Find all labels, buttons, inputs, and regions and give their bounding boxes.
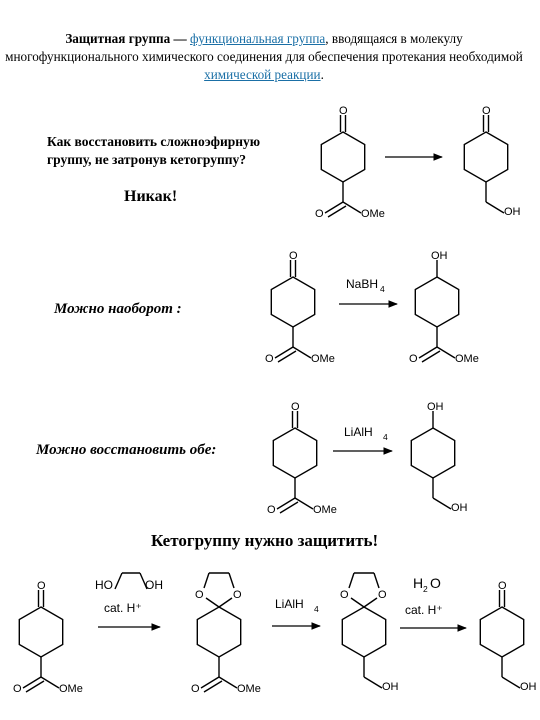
- glycol-ho: HO: [95, 578, 113, 592]
- svg-text:O: O: [409, 353, 418, 365]
- reagent-cat-h-2: cat. H⁺: [405, 603, 443, 617]
- reagent-lialh4-2: LiAlH 4: [275, 597, 319, 614]
- svg-text:O: O: [233, 589, 242, 601]
- svg-text:OH: OH: [382, 681, 399, 693]
- molecule-ketal-alcohol: O O OH: [340, 572, 399, 693]
- glycol-oh: OH: [145, 578, 163, 592]
- svg-text:OMe: OMe: [313, 504, 337, 516]
- svg-text:O: O: [430, 575, 441, 591]
- svg-text:O: O: [339, 105, 348, 117]
- svg-text:OMe: OMe: [361, 208, 385, 220]
- molecule-ketoester-2: O O OMe: [265, 250, 335, 365]
- svg-text:NaBH: NaBH: [346, 277, 378, 291]
- svg-text:O: O: [340, 589, 349, 601]
- svg-text:OMe: OMe: [237, 683, 261, 695]
- svg-text:4: 4: [314, 604, 319, 614]
- label-reverse: Можно наоборот :: [54, 301, 182, 317]
- svg-text:LiAlH: LiAlH: [275, 597, 304, 611]
- molecule-hydroxy-ester: OH O OMe: [409, 250, 479, 365]
- svg-text:H: H: [413, 575, 423, 591]
- svg-text:4: 4: [380, 284, 385, 294]
- reagent-nabh4: NaBH 4: [346, 277, 385, 294]
- molecule-hydroxymethyl-ketone-1: O OH: [463, 105, 521, 218]
- reagent-cat-h-1: cat. H⁺: [104, 601, 142, 615]
- svg-text:OMe: OMe: [311, 353, 335, 365]
- svg-text:O: O: [195, 589, 204, 601]
- intro-paragraph: Защитная группа — функциональная группа,…: [4, 30, 524, 84]
- reagent-water: H 2 O: [413, 575, 441, 594]
- svg-text:OH: OH: [520, 681, 537, 693]
- answer-none: Никак!: [124, 188, 178, 205]
- svg-text:O: O: [482, 105, 491, 117]
- svg-text:LiAlH: LiAlH: [344, 425, 373, 439]
- intro-text-3: .: [320, 67, 324, 82]
- molecule-ketoester-3: O O OMe: [267, 401, 337, 516]
- svg-text:O: O: [267, 504, 276, 516]
- svg-text:2: 2: [423, 584, 428, 594]
- molecule-ketoester-1: O O OMe: [315, 105, 385, 220]
- svg-text:O: O: [37, 580, 46, 592]
- question-text: Как восстановить сложноэфирную группу, н…: [47, 134, 261, 167]
- link-functional-group[interactable]: функциональная группа: [190, 31, 326, 46]
- molecule-ketoester-4: O O OMe: [13, 580, 83, 695]
- molecule-diol: OH OH: [410, 401, 468, 514]
- svg-text:OH: OH: [427, 401, 444, 413]
- svg-text:OMe: OMe: [59, 683, 83, 695]
- link-chemical-reaction[interactable]: химической реакции: [204, 67, 321, 82]
- svg-text:O: O: [315, 208, 324, 220]
- molecule-ketal-ester: O O O OMe: [191, 572, 261, 695]
- label-both: Можно восстановить обе:: [36, 442, 217, 458]
- svg-text:O: O: [498, 580, 507, 592]
- svg-text:O: O: [378, 589, 387, 601]
- svg-text:O: O: [13, 683, 22, 695]
- svg-text:OH: OH: [504, 206, 521, 218]
- molecule-hydroxymethyl-ketone-2: O OH: [479, 580, 537, 693]
- intro-text-1: Защитная группа —: [65, 31, 191, 46]
- reagent-lialh4-1: LiAlH 4: [344, 425, 388, 442]
- svg-text:O: O: [191, 683, 200, 695]
- svg-text:O: O: [265, 353, 274, 365]
- intro-text-2: , вводящаяся в молекулу многофункциональ…: [5, 31, 523, 64]
- svg-text:4: 4: [383, 432, 388, 442]
- svg-text:OH: OH: [451, 502, 468, 514]
- svg-text:OH: OH: [431, 250, 448, 262]
- reagent-ethylene-glycol: [114, 572, 148, 590]
- svg-text:O: O: [291, 401, 300, 413]
- label-protect: Кетогруппу нужно защитить!: [151, 531, 379, 550]
- svg-text:O: O: [289, 250, 298, 262]
- svg-text:OMe: OMe: [455, 353, 479, 365]
